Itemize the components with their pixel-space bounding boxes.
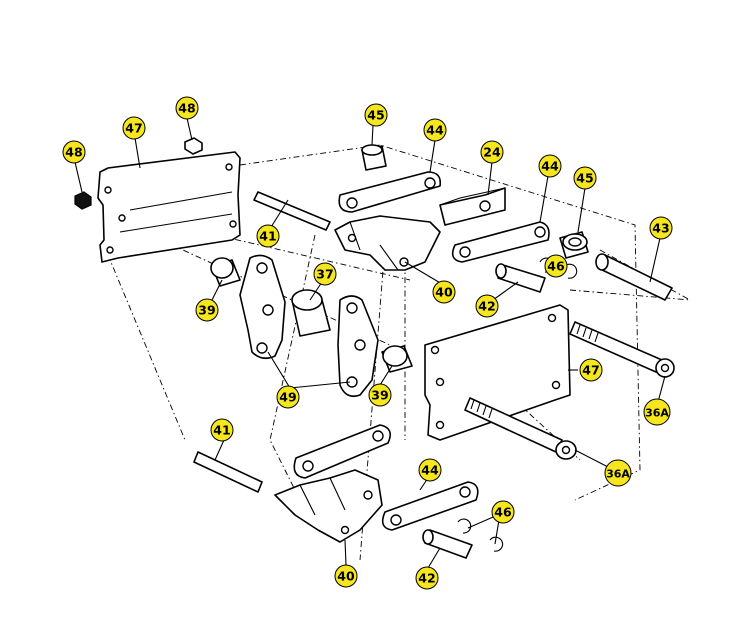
callout-48: 48 [62, 140, 86, 164]
callout-24: 24 [480, 140, 504, 164]
callout-47: 47 [579, 358, 603, 382]
svg-text:24: 24 [483, 145, 501, 160]
svg-text:41: 41 [259, 229, 276, 244]
svg-text:42: 42 [418, 571, 435, 586]
bracket-40-upper [334, 215, 441, 271]
svg-text:46: 46 [547, 259, 565, 274]
plate-47-left [97, 151, 241, 263]
callout-47: 47 [122, 116, 146, 140]
rod-41-upper [253, 191, 331, 231]
svg-text:46: 46 [494, 505, 512, 520]
link-44-top [338, 171, 442, 213]
spacer-39-lower [381, 345, 413, 373]
callout-40: 40 [334, 564, 358, 588]
callout-39: 39 [368, 383, 392, 407]
svg-text:44: 44 [426, 123, 444, 138]
svg-text:47: 47 [125, 121, 142, 136]
svg-text:45: 45 [367, 108, 384, 123]
bolt-36a-lower [464, 397, 577, 460]
nut-48-left [74, 191, 92, 210]
callout-37: 37 [313, 262, 337, 286]
pin-43 [595, 253, 673, 301]
pin-42-lower [422, 529, 473, 559]
svg-text:36A: 36A [645, 407, 669, 420]
callout-42: 42 [415, 566, 439, 590]
spacer-39-upper [210, 257, 241, 287]
callout-41: 41 [256, 224, 280, 248]
callout-36a: 36A [643, 398, 671, 426]
bushing-45-top [361, 144, 387, 171]
link-44-lower-left [293, 424, 391, 479]
callout-36a: 36A [604, 459, 632, 487]
svg-text:45: 45 [576, 171, 593, 186]
svg-text:41: 41 [213, 423, 230, 438]
callout-44: 44 [538, 154, 562, 178]
pin-42-upper [495, 263, 546, 293]
callout-49: 49 [276, 385, 300, 409]
plate-49-left [239, 254, 286, 360]
svg-text:44: 44 [421, 463, 439, 478]
nut-48-top [184, 137, 203, 155]
svg-text:43: 43 [652, 221, 669, 236]
svg-text:47: 47 [582, 363, 599, 378]
callout-45: 45 [573, 166, 597, 190]
svg-text:49: 49 [279, 390, 296, 405]
svg-text:40: 40 [337, 569, 355, 584]
svg-text:39: 39 [371, 388, 388, 403]
svg-text:48: 48 [65, 145, 82, 160]
callout-39: 39 [195, 298, 219, 322]
rod-41-lower [193, 451, 263, 493]
callout-48: 48 [175, 96, 199, 120]
callout-40: 40 [432, 280, 456, 304]
callout-46: 46 [544, 254, 568, 278]
link-44-lower-right [381, 481, 479, 531]
callout-45: 45 [364, 103, 388, 127]
bushing-45-right [559, 231, 589, 259]
plate-49-right [337, 295, 379, 398]
svg-text:44: 44 [541, 159, 559, 174]
callout-44: 44 [418, 458, 442, 482]
clip-46-lower [457, 518, 504, 552]
svg-text:37: 37 [316, 267, 333, 282]
link-44-right [451, 221, 550, 263]
spacer-37 [291, 289, 331, 337]
callout-41: 41 [210, 418, 234, 442]
bolt-36a-upper [569, 321, 675, 378]
callout-layer: 48 48 47 45 44 24 44 45 43 41 37 46 40 4… [62, 96, 673, 590]
svg-text:40: 40 [435, 285, 453, 300]
svg-text:42: 42 [478, 299, 495, 314]
callout-43: 43 [649, 216, 673, 240]
callout-42: 42 [475, 294, 499, 318]
block-24 [439, 187, 506, 226]
bracket-40-lower [274, 469, 383, 543]
svg-text:39: 39 [198, 303, 215, 318]
svg-text:36A: 36A [606, 468, 630, 481]
plate-47-right [424, 304, 571, 441]
callout-46: 46 [491, 500, 515, 524]
callout-44: 44 [423, 118, 447, 142]
svg-text:48: 48 [178, 101, 195, 116]
